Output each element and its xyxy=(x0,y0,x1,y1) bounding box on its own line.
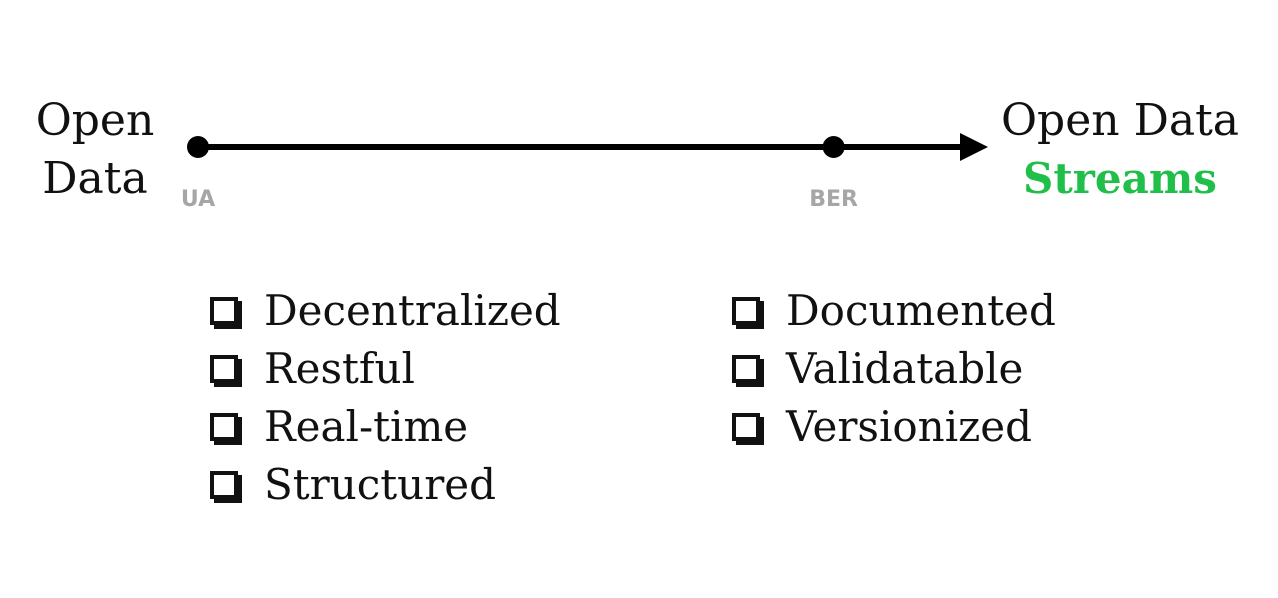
end-label-line1: Open Data xyxy=(1000,95,1240,146)
start-label-line2: Data xyxy=(42,153,148,204)
start-label-line1: Open xyxy=(35,95,155,146)
start-label: Open Data xyxy=(30,92,160,208)
checklist-item: Restful xyxy=(210,340,561,398)
timeline-arrowhead xyxy=(960,133,988,161)
checkbox-icon xyxy=(210,297,242,329)
milestones: UA BER xyxy=(181,136,858,212)
checklist-item-label: Real-time xyxy=(264,402,469,451)
checkbox-icon xyxy=(732,413,764,445)
checkbox-icon xyxy=(210,413,242,445)
checklist-item: Decentralized xyxy=(210,282,561,340)
checklist-item-label: Documented xyxy=(786,286,1056,335)
milestone-label: BER xyxy=(809,187,858,212)
checkbox-icon xyxy=(210,471,242,503)
checklist-item-label: Versionized xyxy=(786,402,1033,451)
end-label: Open Data Streams xyxy=(1000,92,1240,208)
checkbox-icon xyxy=(732,355,764,387)
milestone-dot xyxy=(822,136,845,158)
milestone-dot xyxy=(187,136,209,158)
checklist-item: Versionized xyxy=(732,398,1056,456)
checkbox-icon xyxy=(210,355,242,387)
checklist-item-label: Restful xyxy=(264,344,415,393)
checklist-item-label: Decentralized xyxy=(264,286,561,335)
milestone-label: UA xyxy=(181,187,215,212)
checklist-item-label: Validatable xyxy=(786,344,1024,393)
checklist-item: Validatable xyxy=(732,340,1056,398)
checklist-item-label: Structured xyxy=(264,460,497,509)
checkbox-icon xyxy=(732,297,764,329)
checklist-item: Documented xyxy=(732,282,1056,340)
end-label-line2: Streams xyxy=(1023,154,1217,203)
checklist-item: Real-time xyxy=(210,398,561,456)
checklist-item: Structured xyxy=(210,456,561,514)
